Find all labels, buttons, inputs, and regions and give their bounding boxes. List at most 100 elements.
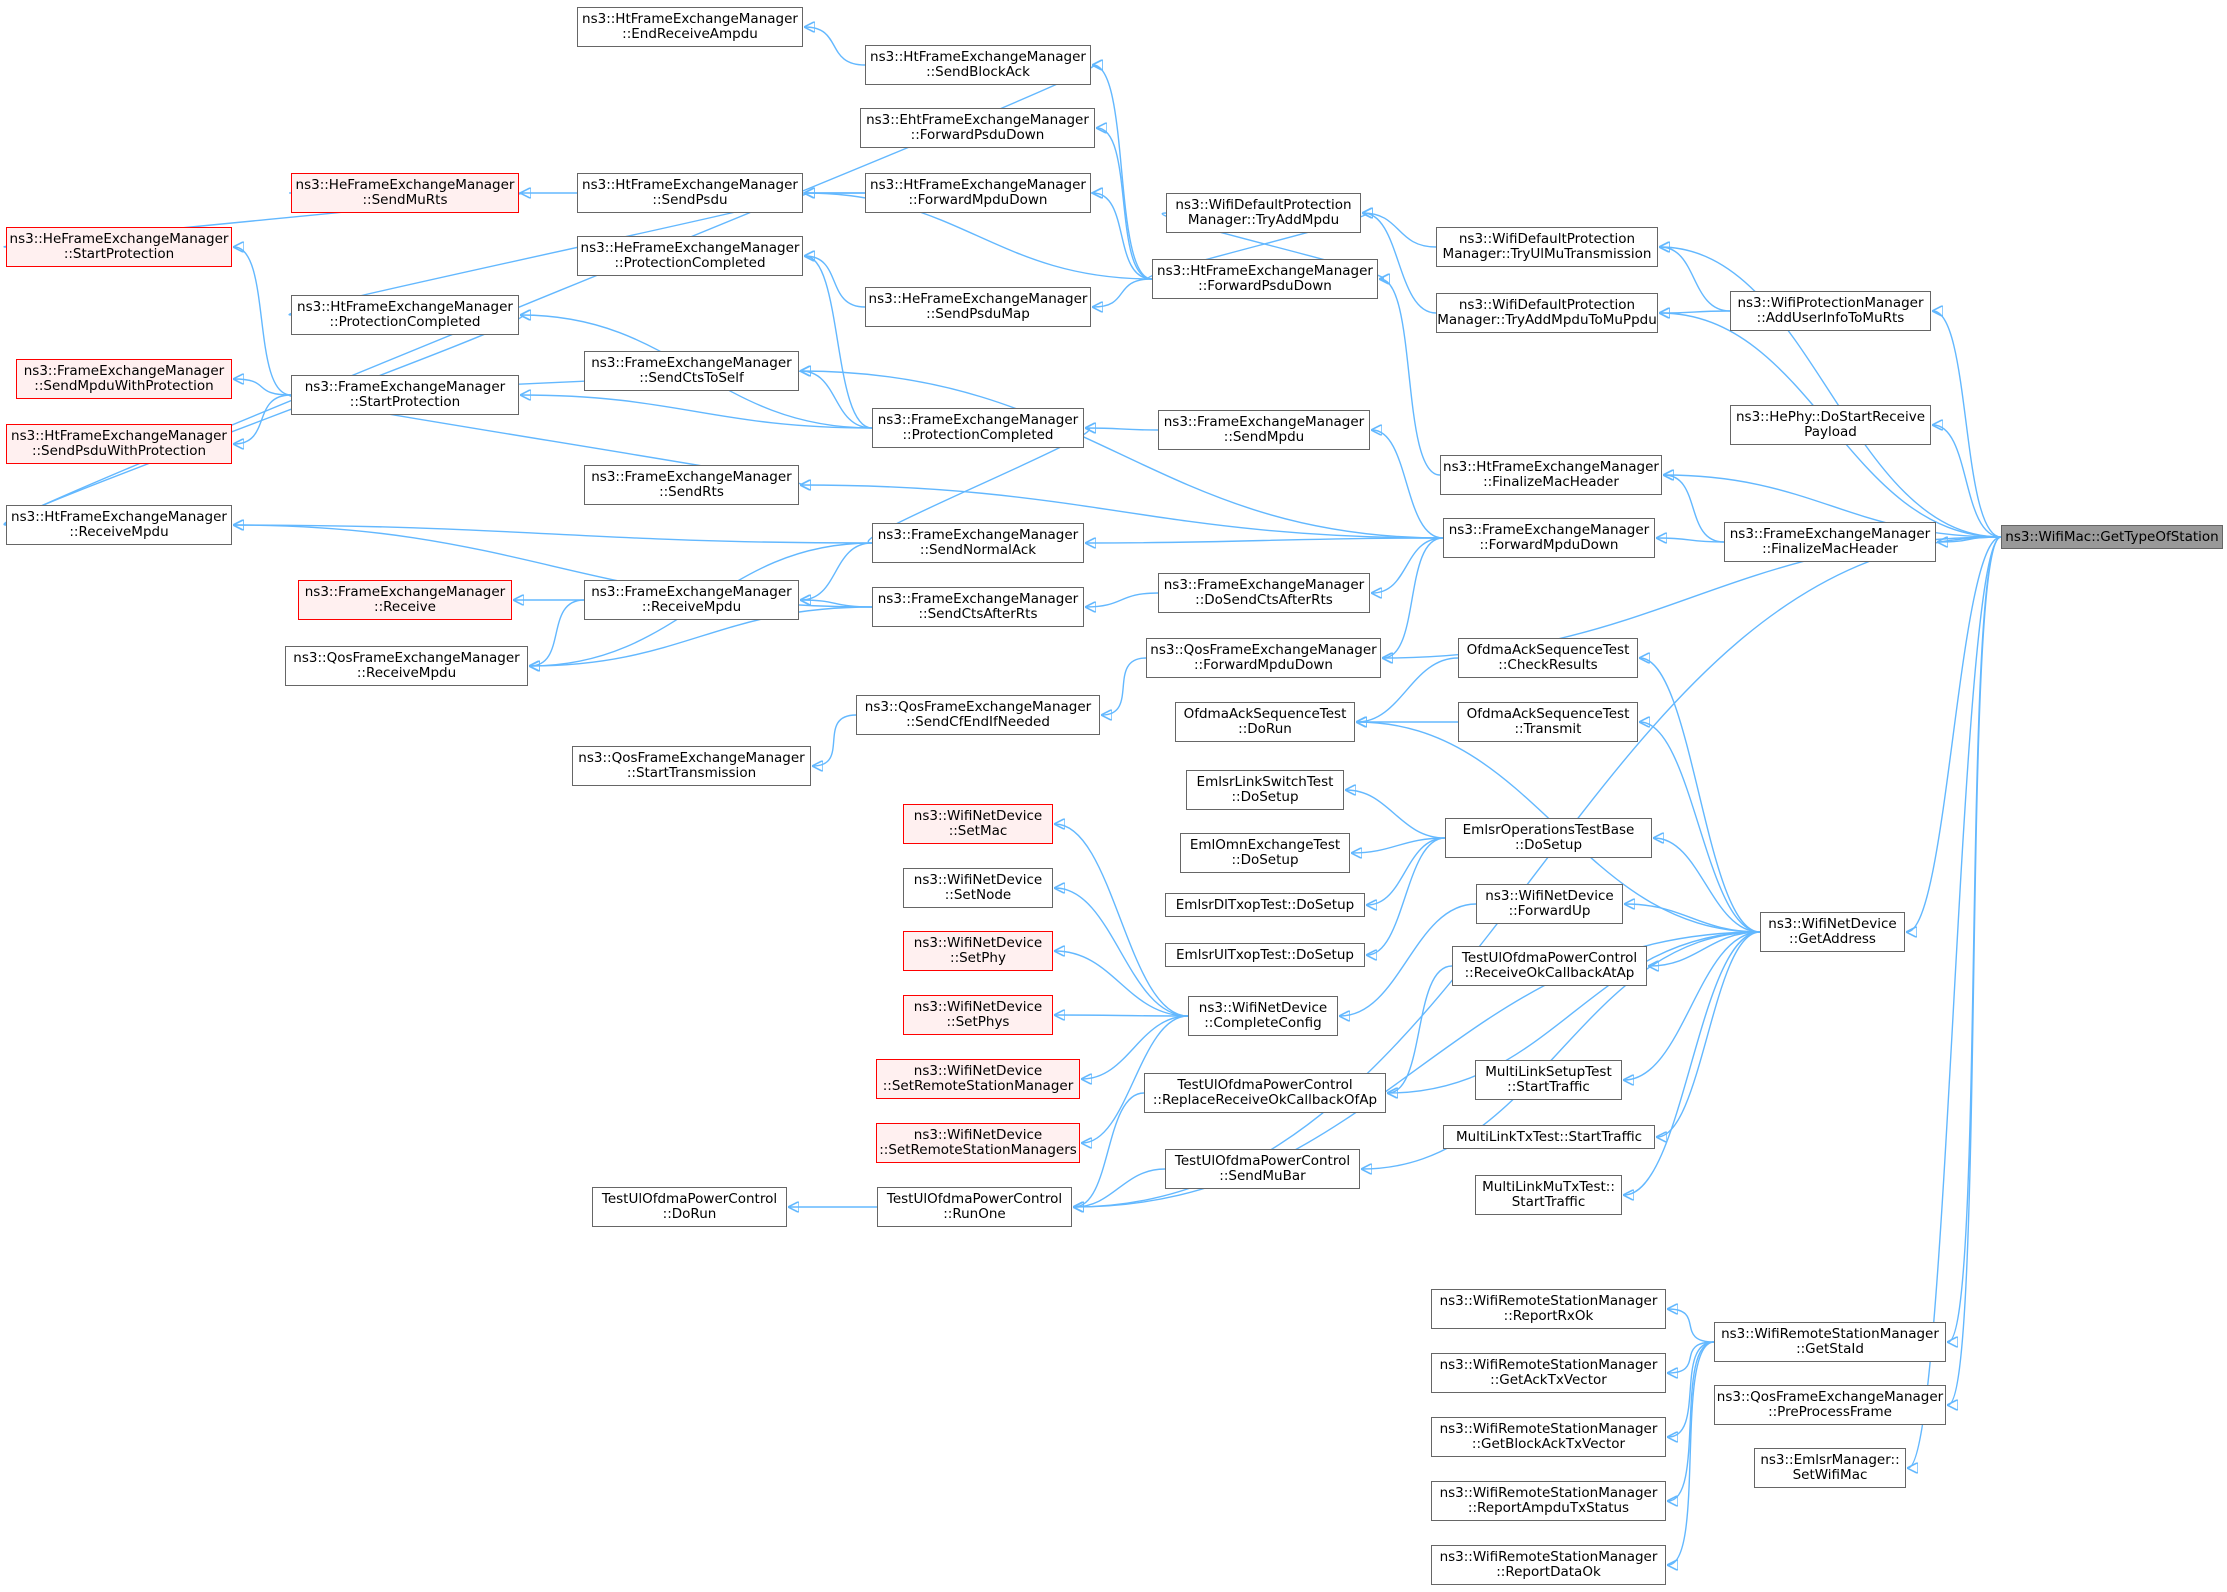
graph-node[interactable]: ns3::WifiDefaultProtection Manager::TryU… bbox=[1436, 227, 1658, 267]
graph-node[interactable]: OfdmaAckSequenceTest ::DoRun bbox=[1175, 702, 1355, 742]
graph-node[interactable]: ns3::QosFrameExchangeManager ::SendCfEnd… bbox=[856, 695, 1100, 735]
graph-node[interactable]: ns3::FrameExchangeManager ::FinalizeMacH… bbox=[1724, 522, 1936, 562]
edge-arrow bbox=[1657, 931, 1761, 1137]
graph-node[interactable]: ns3::HtFrameExchangeManager ::SendPsdu bbox=[577, 173, 803, 213]
edge-arrow bbox=[1055, 824, 1189, 1017]
graph-node[interactable]: TestUlOfdmaPowerControl ::SendMuBar bbox=[1165, 1149, 1360, 1189]
graph-node[interactable]: OfdmaAckSequenceTest ::CheckResults bbox=[1458, 638, 1638, 678]
graph-node[interactable]: MultiLinkTxTest::StartTraffic bbox=[1443, 1125, 1655, 1149]
graph-node[interactable]: ns3::FrameExchangeManager ::SendNormalAc… bbox=[872, 523, 1084, 563]
graph-node[interactable]: ns3::HtFrameExchangeManager ::FinalizeMa… bbox=[1440, 455, 1662, 495]
graph-node[interactable]: TestUlOfdmaPowerControl ::ReceiveOkCallb… bbox=[1452, 946, 1647, 986]
edge-arrow bbox=[1086, 428, 1159, 430]
graph-node[interactable]: ns3::HeFrameExchangeManager ::SendPsduMa… bbox=[865, 287, 1091, 327]
graph-node[interactable]: ns3::FrameExchangeManager ::SendCtsToSel… bbox=[584, 351, 799, 391]
edge-arrow bbox=[1380, 279, 1441, 476]
graph-node[interactable]: ns3::HtFrameExchangeManager ::ReceiveMpd… bbox=[6, 505, 232, 545]
graph-node[interactable]: EmlsrUlTxopTest::DoSetup bbox=[1165, 943, 1365, 967]
graph-node[interactable]: ns3::WifiNetDevice ::SetRemoteStationMan… bbox=[876, 1059, 1080, 1099]
edge-arrow bbox=[1948, 536, 2002, 1405]
graph-node[interactable]: ns3::WifiRemoteStationManager ::GetAckTx… bbox=[1431, 1353, 1666, 1393]
graph-node[interactable]: ns3::WifiNetDevice ::SetRemoteStationMan… bbox=[876, 1123, 1080, 1163]
edge-arrow bbox=[1383, 537, 1444, 658]
edge-arrow bbox=[1660, 247, 2002, 538]
graph-node[interactable]: ns3::HtFrameExchangeManager ::SendPsduWi… bbox=[6, 424, 232, 464]
edge-arrow bbox=[530, 606, 873, 666]
graph-node[interactable]: ns3::WifiRemoteStationManager ::GetBlock… bbox=[1431, 1417, 1666, 1457]
graph-node[interactable]: ns3::HeFrameExchangeManager ::StartProte… bbox=[6, 227, 232, 267]
edge-arrow bbox=[1657, 538, 1725, 542]
root-node[interactable]: ns3::WifiMac::GetTypeOfStation bbox=[2001, 525, 2223, 549]
edge-arrow bbox=[1640, 658, 1761, 933]
graph-node[interactable]: ns3::WifiNetDevice ::SetPhys bbox=[903, 995, 1053, 1035]
graph-node[interactable]: ns3::QosFrameExchangeManager ::ReceiveMp… bbox=[285, 646, 528, 686]
graph-node[interactable]: ns3::WifiNetDevice ::ForwardUp bbox=[1476, 884, 1623, 924]
graph-node[interactable]: TestUlOfdmaPowerControl ::DoRun bbox=[592, 1187, 787, 1227]
edge-arrow bbox=[234, 379, 292, 396]
graph-node[interactable]: EmlOmnExchangeTest ::DoSetup bbox=[1180, 833, 1350, 873]
graph-node[interactable]: ns3::HePhy::DoStartReceive Payload bbox=[1730, 405, 1931, 445]
graph-node[interactable]: ns3::WifiRemoteStationManager ::ReportRx… bbox=[1431, 1289, 1666, 1329]
edge-arrow bbox=[1372, 430, 1444, 539]
graph-node[interactable]: ns3::HtFrameExchangeManager ::EndReceive… bbox=[577, 7, 803, 47]
graph-node[interactable]: EmlsrLinkSwitchTest ::DoSetup bbox=[1186, 770, 1344, 810]
graph-node[interactable]: ns3::WifiDefaultProtection Manager::TryA… bbox=[1166, 193, 1361, 233]
graph-node[interactable]: TestUlOfdmaPowerControl ::ReplaceReceive… bbox=[1144, 1073, 1386, 1113]
graph-node[interactable]: ns3::WifiNetDevice ::SetNode bbox=[903, 868, 1053, 908]
edge-arrow bbox=[1093, 65, 1153, 280]
edge-arrow bbox=[801, 371, 1444, 539]
graph-node[interactable]: ns3::HtFrameExchangeManager ::ForwardPsd… bbox=[1152, 259, 1378, 299]
graph-node[interactable]: ns3::HtFrameExchangeManager ::Protection… bbox=[291, 295, 519, 335]
graph-node[interactable]: EmlsrDlTxopTest::DoSetup bbox=[1165, 893, 1365, 917]
edge-arrow bbox=[1660, 247, 1731, 312]
graph-node[interactable]: OfdmaAckSequenceTest ::Transmit bbox=[1458, 702, 1638, 742]
graph-node[interactable]: ns3::WifiNetDevice ::SetPhy bbox=[903, 931, 1053, 971]
graph-node[interactable]: TestUlOfdmaPowerControl ::RunOne bbox=[877, 1187, 1072, 1227]
edge-arrow bbox=[234, 394, 292, 444]
graph-node[interactable]: ns3::FrameExchangeManager ::SendCtsAfter… bbox=[872, 587, 1084, 627]
graph-node[interactable]: ns3::FrameExchangeManager ::StartProtect… bbox=[291, 375, 519, 415]
graph-node[interactable]: ns3::FrameExchangeManager ::ReceiveMpdu bbox=[584, 580, 799, 620]
graph-node[interactable]: ns3::EmlsrManager:: SetWifiMac bbox=[1754, 1448, 1906, 1488]
graph-node[interactable]: ns3::HtFrameExchangeManager ::ForwardMpd… bbox=[865, 173, 1091, 213]
graph-node[interactable]: EmlsrOperationsTestBase ::DoSetup bbox=[1445, 818, 1652, 858]
graph-node[interactable]: ns3::WifiRemoteStationManager ::ReportDa… bbox=[1431, 1545, 1666, 1585]
graph-node[interactable]: ns3::QosFrameExchangeManager ::StartTran… bbox=[572, 746, 811, 786]
graph-node[interactable]: ns3::FrameExchangeManager ::ProtectionCo… bbox=[872, 408, 1084, 448]
graph-node[interactable]: ns3::WifiNetDevice ::GetAddress bbox=[1760, 912, 1905, 952]
graph-node[interactable]: ns3::EhtFrameExchangeManager ::ForwardPs… bbox=[860, 108, 1095, 148]
graph-node[interactable]: ns3::WifiDefaultProtection Manager::TryA… bbox=[1436, 293, 1658, 333]
graph-node[interactable]: ns3::WifiProtectionManager ::AddUserInfo… bbox=[1730, 291, 1931, 331]
graph-node[interactable]: ns3::FrameExchangeManager ::SendMpduWith… bbox=[16, 359, 232, 399]
graph-node[interactable]: ns3::HtFrameExchangeManager ::SendBlockA… bbox=[865, 45, 1091, 85]
edge-arrow bbox=[1074, 1168, 1166, 1207]
edge-arrow bbox=[1093, 193, 1153, 280]
graph-node[interactable]: ns3::HeFrameExchangeManager ::SendMuRts bbox=[291, 173, 519, 213]
graph-node[interactable]: ns3::FrameExchangeManager ::SendRts bbox=[584, 465, 799, 505]
graph-node[interactable]: ns3::WifiRemoteStationManager ::ReportAm… bbox=[1431, 1481, 1666, 1521]
graph-node[interactable]: ns3::WifiRemoteStationManager ::GetStaId bbox=[1714, 1322, 1946, 1362]
graph-node[interactable]: ns3::FrameExchangeManager ::SendMpdu bbox=[1158, 410, 1370, 450]
edge-arrow bbox=[1367, 837, 1446, 905]
graph-node[interactable]: MultiLinkMuTxTest:: StartTraffic bbox=[1475, 1175, 1622, 1215]
edge-arrow bbox=[805, 27, 866, 66]
graph-node[interactable]: ns3::FrameExchangeManager ::DoSendCtsAft… bbox=[1158, 573, 1370, 613]
edge-arrow bbox=[1367, 837, 1446, 955]
graph-node[interactable]: ns3::QosFrameExchangeManager ::ForwardMp… bbox=[1146, 638, 1381, 678]
graph-node[interactable]: ns3::WifiNetDevice ::CompleteConfig bbox=[1188, 996, 1338, 1036]
edge-arrow bbox=[1907, 536, 2002, 932]
edge-arrow bbox=[1933, 311, 2002, 538]
graph-node[interactable]: MultiLinkSetupTest ::StartTraffic bbox=[1475, 1060, 1622, 1100]
graph-node[interactable]: ns3::WifiNetDevice ::SetMac bbox=[903, 804, 1053, 844]
edge-arrow bbox=[813, 714, 857, 766]
edge-arrow bbox=[1363, 213, 1437, 248]
edge-arrow bbox=[1093, 278, 1153, 307]
graph-node[interactable]: ns3::FrameExchangeManager ::Receive bbox=[298, 580, 512, 620]
graph-node[interactable]: ns3::HeFrameExchangeManager ::Protection… bbox=[577, 236, 803, 276]
graph-node[interactable]: ns3::QosFrameExchangeManager ::PreProces… bbox=[1714, 1385, 1946, 1425]
edge-arrow bbox=[1640, 722, 1761, 933]
graph-node[interactable]: ns3::FrameExchangeManager ::ForwardMpduD… bbox=[1443, 518, 1655, 558]
edge-arrow bbox=[1668, 1309, 1715, 1343]
edge-arrow bbox=[1388, 965, 1453, 1093]
edge-arrow bbox=[1055, 888, 1189, 1017]
